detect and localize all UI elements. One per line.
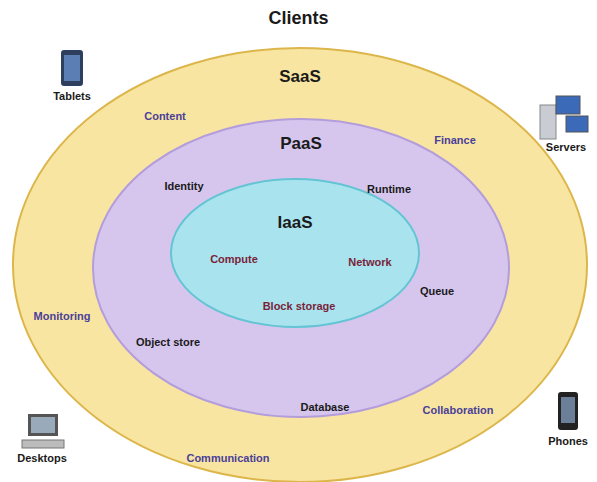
service-layer-ellipse: SaaS PaaS IaaS (12, 47, 588, 482)
icon-label: Object store (136, 336, 200, 348)
icon-label: Database (301, 401, 350, 413)
icon-label: Communication (186, 452, 269, 464)
icon-label: Finance (434, 134, 476, 146)
service-layer-ellipse: PaaS IaaS (92, 118, 510, 418)
layer-heading: IaaS (278, 213, 313, 233)
icon-label: Tablets (53, 90, 91, 102)
icon-label: Runtime (367, 183, 411, 195)
layer-heading: SaaS (279, 67, 321, 87)
icon-label: Servers (546, 141, 586, 153)
diagram-title: Clients (268, 8, 328, 29)
icon-label: Queue (420, 285, 454, 297)
icon-label: Compute (210, 253, 258, 265)
icon-label: Content (144, 110, 186, 122)
icon-label: Network (348, 256, 391, 268)
icon-label: Phones (548, 435, 588, 447)
layer-heading: PaaS (280, 134, 322, 154)
icon-label: Desktops (17, 452, 67, 464)
icon-label: Collaboration (423, 404, 494, 416)
icon-label: Block storage (263, 300, 336, 312)
icon-label: Monitoring (34, 310, 91, 322)
icon-label: Identity (164, 180, 203, 192)
